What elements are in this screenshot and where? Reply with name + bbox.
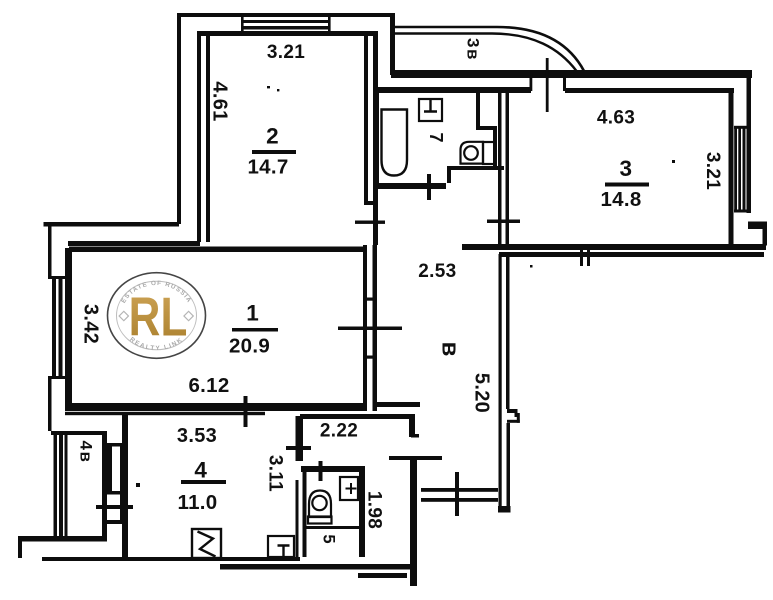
svg-text:4: 4 [194, 457, 207, 482]
svg-text:11.0: 11.0 [178, 491, 218, 514]
svg-text:5: 5 [320, 534, 338, 543]
svg-text:4.63: 4.63 [597, 108, 635, 129]
svg-text:3.53: 3.53 [177, 425, 217, 447]
svg-text:14.8: 14.8 [600, 188, 641, 211]
svg-text:4в: 4в [77, 441, 96, 464]
svg-text:1.98: 1.98 [364, 491, 385, 529]
svg-text:1: 1 [246, 301, 259, 326]
svg-text:5.20: 5.20 [471, 373, 493, 413]
svg-text:7: 7 [426, 132, 446, 142]
svg-text:в: в [437, 342, 464, 357]
svg-text:3.21: 3.21 [702, 152, 723, 190]
svg-text:3в: 3в [464, 38, 483, 61]
svg-text:2.53: 2.53 [418, 261, 456, 282]
svg-text:2: 2 [266, 124, 279, 149]
svg-text:3.11: 3.11 [265, 455, 286, 492]
svg-text:3.42: 3.42 [80, 304, 102, 344]
svg-text:3: 3 [619, 156, 632, 181]
svg-text:3.21: 3.21 [267, 42, 305, 63]
svg-text:14.7: 14.7 [247, 156, 288, 179]
svg-text:6.12: 6.12 [188, 374, 229, 397]
svg-text:4.61: 4.61 [209, 81, 231, 121]
svg-text:RL: RL [129, 286, 188, 348]
svg-text:20.9: 20.9 [229, 335, 270, 358]
svg-text:2.22: 2.22 [320, 421, 358, 442]
